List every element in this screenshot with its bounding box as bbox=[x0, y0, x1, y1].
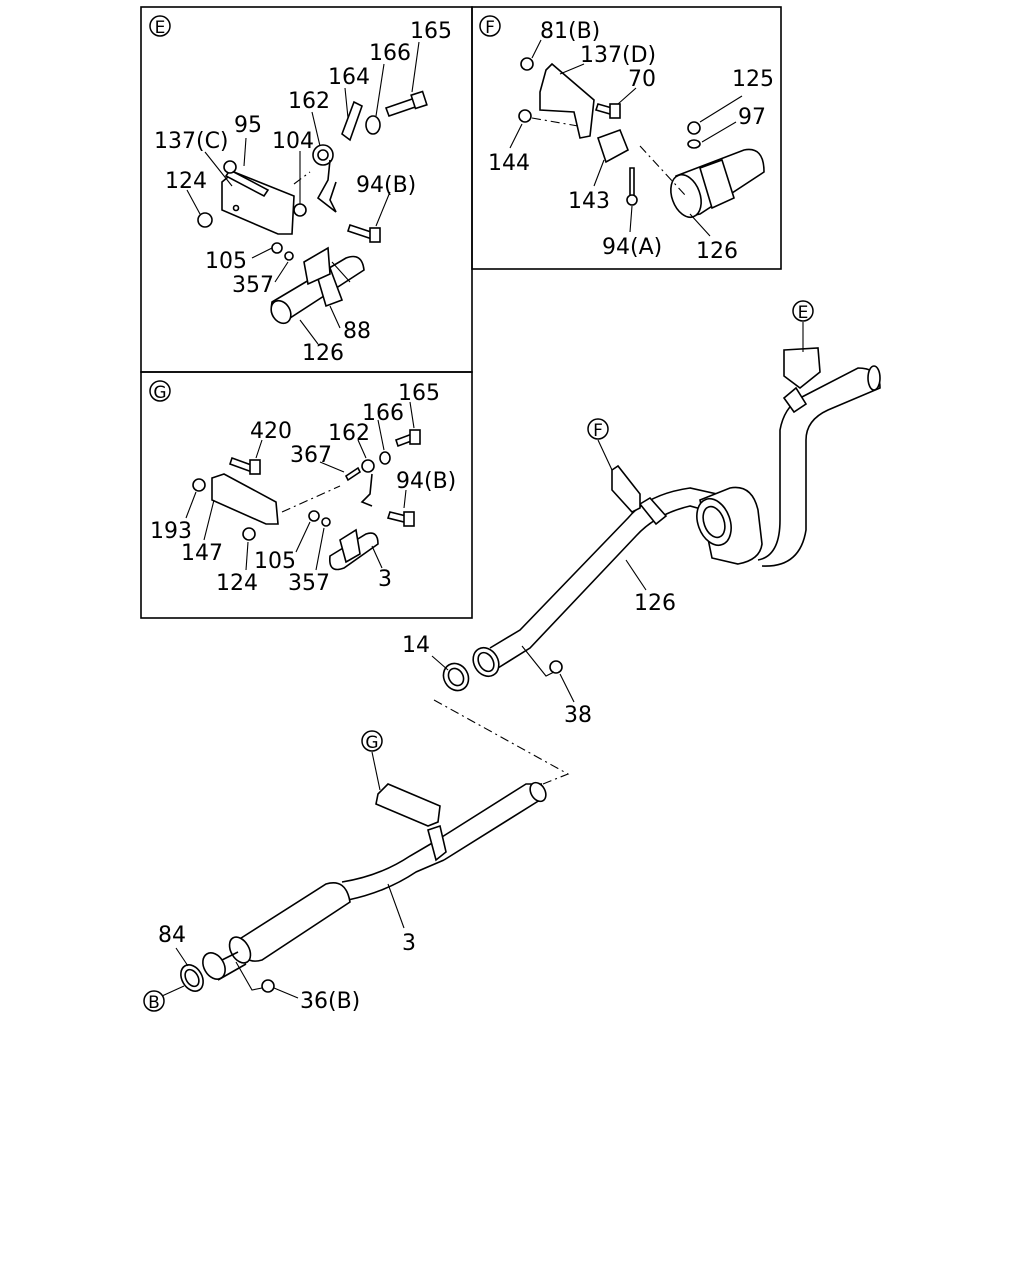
label-137d: 137(D) bbox=[580, 43, 656, 68]
main-label-84: 84 bbox=[158, 923, 186, 948]
label-165: 165 bbox=[410, 19, 452, 44]
label-124-g: 124 bbox=[216, 571, 258, 596]
label-126: 126 bbox=[302, 341, 344, 366]
ref-g-circle bbox=[361, 730, 383, 752]
label-166-g: 166 bbox=[362, 401, 404, 426]
washer-166-part bbox=[365, 115, 381, 135]
panel-e: E bbox=[140, 6, 473, 373]
panel-e-letter: E bbox=[155, 18, 166, 38]
nut-124-g-part bbox=[242, 527, 256, 541]
cushion-162-part bbox=[312, 144, 334, 166]
label-165-g: 165 bbox=[398, 381, 440, 406]
label-94a: 94(A) bbox=[602, 235, 662, 260]
panel-g: G bbox=[140, 371, 473, 619]
label-357-g: 357 bbox=[288, 571, 330, 596]
label-367: 367 bbox=[290, 443, 332, 468]
ref-b-circle bbox=[143, 990, 165, 1012]
main-label-14: 14 bbox=[402, 633, 430, 658]
label-104: 104 bbox=[272, 129, 314, 154]
ref-f-letter: F bbox=[593, 421, 603, 441]
pipe-3-g-part bbox=[328, 528, 379, 571]
nut-144-part bbox=[518, 109, 532, 123]
main-label-126: 126 bbox=[634, 591, 676, 616]
pipe-126-part bbox=[270, 246, 365, 325]
label-126-f: 126 bbox=[696, 239, 738, 264]
label-3-g: 3 bbox=[378, 567, 392, 592]
bracket-147-part bbox=[211, 473, 279, 525]
label-162: 162 bbox=[288, 89, 330, 114]
nut-81b-part bbox=[520, 57, 534, 71]
nut-38-part bbox=[549, 660, 563, 674]
label-105: 105 bbox=[205, 249, 247, 274]
ref-b-letter: B bbox=[148, 993, 160, 1013]
label-81b: 81(B) bbox=[540, 19, 600, 44]
washer-357-part bbox=[284, 251, 294, 261]
label-125: 125 bbox=[732, 67, 774, 92]
label-97: 97 bbox=[738, 105, 766, 130]
pipe-126-f-part bbox=[670, 148, 765, 219]
nut-124-part bbox=[197, 212, 213, 228]
panel-f: F 81(B) bbox=[471, 6, 782, 270]
main-label-3: 3 bbox=[402, 931, 416, 956]
label-88: 88 bbox=[343, 319, 371, 344]
label-420: 420 bbox=[250, 419, 292, 444]
panel-f-ref-circle bbox=[479, 15, 501, 37]
washer-97-part bbox=[687, 139, 701, 149]
label-94b-g: 94(B) bbox=[396, 469, 456, 494]
bolt-94a-part bbox=[629, 167, 635, 197]
washer-357-g-part bbox=[321, 517, 331, 527]
ref-g-letter: G bbox=[365, 733, 378, 753]
nut-193-part bbox=[192, 478, 206, 492]
label-144: 144 bbox=[488, 151, 530, 176]
label-143: 143 bbox=[568, 189, 610, 214]
ref-e-letter: E bbox=[798, 303, 809, 323]
hanger-strap-part bbox=[316, 159, 337, 213]
label-94b: 94(B) bbox=[356, 173, 416, 198]
collar-367-part bbox=[344, 466, 362, 482]
main-assembly: E F G B 126 14 38 3 84 36(B) bbox=[143, 300, 881, 1014]
panel-g-ref-circle bbox=[149, 380, 171, 402]
panel-g-letter: G bbox=[153, 383, 166, 403]
label-193: 193 bbox=[150, 519, 192, 544]
label-147: 147 bbox=[181, 541, 223, 566]
nut-125-part bbox=[687, 121, 701, 135]
washer-166-g-part bbox=[379, 451, 391, 465]
panel-f-letter: F bbox=[485, 18, 495, 38]
main-label-36b: 36(B) bbox=[300, 989, 360, 1014]
mount-143-part bbox=[596, 128, 630, 164]
ref-f-circle bbox=[587, 418, 609, 440]
label-70: 70 bbox=[628, 67, 656, 92]
front-pipe-126 bbox=[472, 347, 881, 678]
main-label-38: 38 bbox=[564, 703, 592, 728]
label-95: 95 bbox=[234, 113, 262, 138]
gasket-14-part bbox=[442, 662, 470, 692]
bracket-137c-part bbox=[221, 171, 295, 235]
nut-105-g-part bbox=[308, 510, 320, 522]
label-162-g: 162 bbox=[328, 421, 370, 446]
nut-36b-part bbox=[261, 979, 275, 993]
bolt-165-part bbox=[384, 90, 428, 118]
ref-e-circle bbox=[792, 300, 814, 322]
cushion-162-g-part bbox=[361, 459, 375, 473]
nut-105-part bbox=[271, 242, 283, 254]
bracket-137d-part bbox=[539, 62, 595, 139]
collar-164-part bbox=[341, 100, 363, 142]
bolt-95-part bbox=[224, 168, 270, 198]
label-124: 124 bbox=[165, 169, 207, 194]
label-357: 357 bbox=[232, 273, 274, 298]
label-105-g: 105 bbox=[254, 549, 296, 574]
label-164: 164 bbox=[328, 65, 370, 90]
tail-pipe-3 bbox=[202, 781, 547, 981]
label-166: 166 bbox=[369, 41, 411, 66]
nut-104-part bbox=[293, 203, 307, 217]
label-137c: 137(C) bbox=[154, 129, 229, 154]
panel-e-ref-circle bbox=[149, 15, 171, 37]
